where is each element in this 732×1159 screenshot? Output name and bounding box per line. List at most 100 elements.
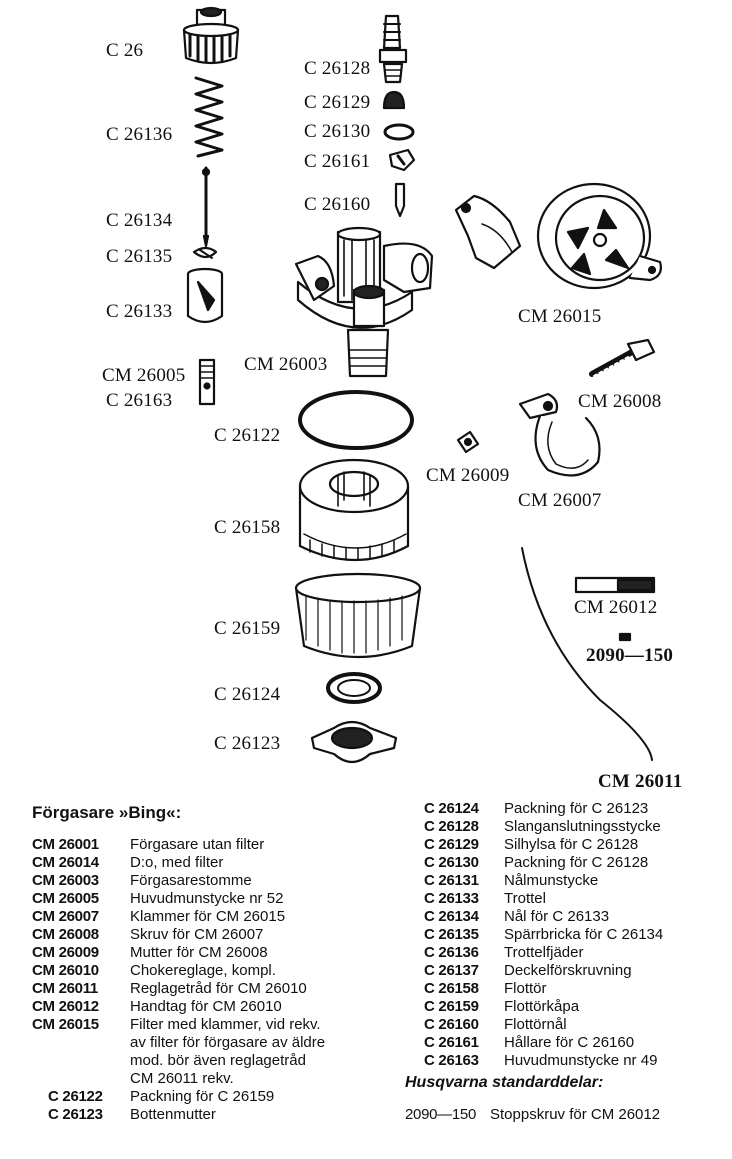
part-description: Chokereglage, kompl. [130, 962, 276, 979]
part-c26159-cup [294, 572, 422, 659]
label-c26161: C 26161 [304, 151, 371, 172]
part-cm26015-filter [454, 182, 662, 290]
part-c26122-ring [298, 390, 414, 450]
part-code: C 26137 [424, 962, 479, 979]
label-cm26008: CM 26008 [578, 391, 662, 412]
part-c26129-sieve [382, 90, 406, 110]
part-description: Huvudmunstycke nr 49 [504, 1052, 658, 1069]
part-c26134-needle [201, 166, 211, 248]
exploded-diagram: C 26 C 26136 C 26134 C 26135 C 26133 CM … [102, 6, 683, 792]
legend-row: mod. bör även reglagetråd [32, 1052, 325, 1070]
part-code: C 26158 [424, 980, 479, 997]
label-cm26009: CM 26009 [426, 465, 510, 486]
part-description: Mutter för CM 26008 [130, 944, 268, 961]
part-code: C 26134 [424, 908, 479, 925]
part-description: Spärrbricka för C 26134 [504, 926, 664, 943]
part-description: Handtag för CM 26010 [130, 998, 282, 1015]
part-cm26012-handle [574, 576, 656, 594]
legend-row: C 26123 Bottenmutter [32, 1106, 325, 1124]
part-code: C 26128 [424, 818, 479, 835]
part-description: av filter för förgasare av äldre [130, 1034, 326, 1051]
part-code: CM 26010 [32, 962, 99, 979]
label-c26158: C 26158 [214, 517, 281, 538]
part-code: C 26123 [48, 1106, 103, 1123]
legend-row: CM 26010 Chokereglage, kompl. [32, 962, 325, 980]
part-cm26008-screw [589, 338, 656, 377]
legend-row: CM 26012 Handtag för CM 26010 [32, 998, 325, 1016]
part-description: Nålmunstycke [504, 872, 599, 889]
part-code: C 26122 [48, 1088, 103, 1105]
part-code: CM 26007 [32, 908, 99, 925]
label-c26160: C 26160 [304, 194, 371, 215]
part-description: Stoppskruv för CM 26012 [490, 1106, 661, 1123]
part-description: Flottörnål [504, 1016, 567, 1033]
part-code: CM 26001 [32, 836, 99, 853]
legend-row: C 26158 Flottör [424, 980, 663, 998]
part-description: mod. bör även reglagetråd [130, 1052, 306, 1069]
legend-row: CM 26011 rekv. [32, 1070, 325, 1088]
part-description: Packning för C 26123 [504, 800, 649, 817]
part-description: Skruv för CM 26007 [130, 926, 264, 943]
part-code: C 26160 [424, 1016, 479, 1033]
part-cm26007-clamp [518, 392, 601, 477]
part-code: C 26131 [424, 872, 479, 889]
part-cm26011-cable [521, 547, 653, 761]
part-code: C 26159 [424, 998, 479, 1015]
part-code: CM 26005 [32, 890, 99, 907]
part-description: Bottenmutter [130, 1106, 216, 1123]
part-description: Hållare för C 26160 [504, 1034, 635, 1051]
part-code: C 26129 [424, 836, 479, 853]
part-description: Packning för C 26159 [130, 1088, 275, 1105]
part-c26124-washer [326, 672, 382, 704]
part-description: Huvudmunstycke nr 52 [130, 890, 284, 907]
label-c26136: C 26136 [106, 124, 173, 145]
legend-title: Förgasare »Bing«: [32, 803, 182, 822]
label-c26163: C 26163 [106, 390, 173, 411]
part-description: Klammer för CM 26015 [130, 908, 286, 925]
label-c26122: C 26122 [214, 425, 281, 446]
part-description: Förgasarestomme [130, 872, 252, 889]
part-c26133-throttle [186, 267, 224, 324]
label-c26: C 26 [106, 40, 144, 61]
part-code: C 26133 [424, 890, 479, 907]
label-c26134: C 26134 [106, 210, 173, 231]
part-code: C 26124 [424, 800, 479, 817]
carburetor-parts-drawing [182, 6, 662, 764]
label-c26129: C 26129 [304, 92, 371, 113]
part-code: C 26130 [424, 854, 479, 871]
part-code: CM 26015 [32, 1016, 99, 1033]
label-cm26005: CM 26005 [102, 365, 186, 386]
legend-row: CM 26005 Huvudmunstycke nr 52 [32, 890, 325, 908]
part-description: Flottör [504, 980, 547, 997]
label-2090-150: 2090—150 [586, 645, 674, 666]
label-c26159: C 26159 [214, 618, 281, 639]
part-code: CM 26012 [32, 998, 99, 1015]
part-code [32, 1052, 130, 1070]
part-code: CM 26003 [32, 872, 99, 889]
part-c26160-float-needle [394, 182, 406, 218]
part-description: Reglagetråd för CM 26010 [130, 980, 307, 997]
part-code: CM 26009 [32, 944, 99, 961]
label-cm26011: CM 26011 [598, 771, 683, 792]
legend-row: C 26160 Flottörnål [424, 1016, 663, 1034]
legend-row: CM 26007 Klammer för CM 26015 [32, 908, 325, 926]
legend-subtitle: Husqvarna standarddelar: [405, 1074, 604, 1091]
label-cm26007: CM 26007 [518, 490, 602, 511]
label-c26133: C 26133 [106, 301, 173, 322]
part-c26135-clip [192, 246, 218, 259]
